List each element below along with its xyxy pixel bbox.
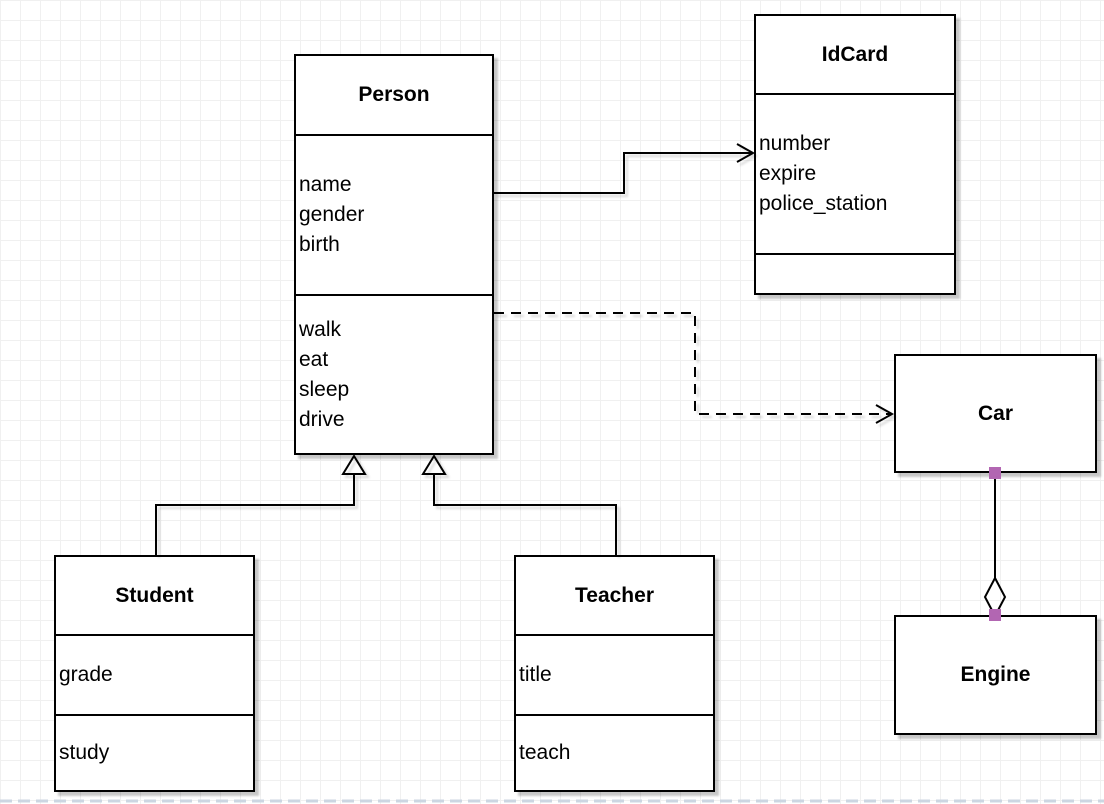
dependency-line <box>494 312 890 415</box>
class-idcard-attributes: number expire police_station <box>756 95 954 253</box>
generalization-line <box>433 473 617 555</box>
hollow-triangle-icon <box>341 454 367 475</box>
edge-aggregation-car-engine[interactable] <box>983 467 1007 621</box>
attribute-line: grade <box>59 663 113 686</box>
class-student-title: Student <box>56 557 253 636</box>
generalization-line <box>155 473 355 555</box>
method-line: drive <box>299 407 345 431</box>
edge-dependency-person-car[interactable] <box>494 312 895 424</box>
hollow-diamond-icon <box>983 575 1007 619</box>
method-line: walk <box>299 317 342 341</box>
class-person[interactable]: Person name gender birth walk eat sleep … <box>294 54 494 455</box>
class-idcard[interactable]: IdCard number expire police_station <box>754 14 956 295</box>
attribute-line: name <box>299 173 352 196</box>
method-line: eat <box>299 347 329 371</box>
class-engine[interactable]: Engine <box>894 615 1097 735</box>
attribute-line: expire <box>759 162 817 185</box>
open-arrowhead-icon <box>875 404 895 424</box>
class-person-methods: walk eat sleep drive <box>296 294 492 453</box>
class-student-methods: study <box>56 714 253 790</box>
class-idcard-title: IdCard <box>756 16 954 95</box>
method-line: teach <box>519 741 571 764</box>
class-person-attributes: name gender birth <box>296 136 492 294</box>
class-teacher-title: Teacher <box>516 557 713 636</box>
open-arrowhead-icon <box>736 143 756 163</box>
attribute-line: birth <box>299 233 340 256</box>
attribute-line: title <box>519 663 552 686</box>
attribute-line: police_station <box>759 192 888 215</box>
class-car[interactable]: Car <box>894 354 1097 473</box>
edge-generalization-teacher-person[interactable] <box>421 454 617 555</box>
method-line: study <box>59 741 110 764</box>
edge-association-person-idcard[interactable] <box>494 143 756 194</box>
class-car-title: Car <box>977 401 1014 425</box>
class-teacher[interactable]: Teacher title teach <box>514 555 715 792</box>
edge-generalization-student-person[interactable] <box>155 454 367 555</box>
attribute-line: number <box>759 132 831 155</box>
association-line <box>494 152 751 194</box>
class-idcard-methods <box>756 253 954 293</box>
class-teacher-methods: teach <box>516 714 713 790</box>
class-student[interactable]: Student grade study <box>54 555 255 792</box>
class-person-title: Person <box>296 56 492 136</box>
method-line: sleep <box>299 377 350 401</box>
hollow-triangle-icon <box>421 454 447 475</box>
class-engine-title: Engine <box>960 663 1031 686</box>
class-student-attributes: grade <box>56 636 253 714</box>
attribute-line: gender <box>299 203 365 226</box>
class-teacher-attributes: title <box>516 636 713 714</box>
